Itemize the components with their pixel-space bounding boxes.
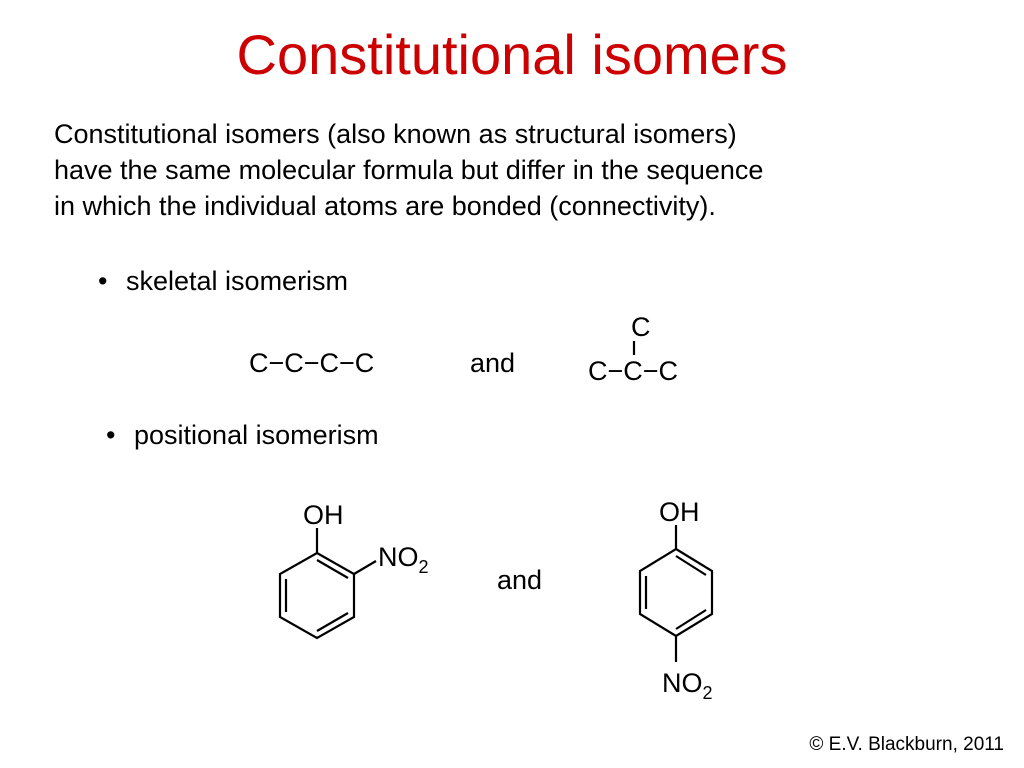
ortho-nitrophenol-structure: OH NO2: [278, 500, 429, 640]
isobutane-main-chain: C−C−C: [588, 356, 679, 386]
butane-linear-chain: C−C−C−C: [249, 348, 375, 378]
bullet-point-icon: •: [98, 266, 108, 296]
no2-group-label: NO2: [378, 542, 429, 577]
para-nitrophenol-structure: OH NO2: [638, 497, 714, 703]
ring-hexagon: [278, 551, 356, 640]
and-label-skeletal: and: [470, 348, 516, 378]
no2-text: NO: [662, 668, 703, 698]
slide-title: Constitutional isomers: [236, 23, 788, 86]
intro-line-3: in which the individual atoms are bonded…: [54, 191, 716, 221]
isobutane-branch-carbon: C: [631, 312, 651, 342]
benzene-ring: [638, 547, 714, 638]
bullet-positional-label: positional isomerism: [134, 420, 379, 450]
no2-subscript: 2: [419, 557, 429, 577]
intro-line-1: Constitutional isomers (also known as st…: [54, 119, 737, 149]
isobutane-branch-bond: [632, 341, 636, 355]
and-label-positional: and: [497, 565, 543, 595]
copyright-footer: © E.V. Blackburn, 2011: [809, 734, 1004, 755]
no2-bond: [353, 560, 377, 575]
ring-double-bond-lower: [316, 612, 349, 632]
ring-double-bond-lower: [675, 609, 707, 630]
no2-subscript: 2: [703, 683, 713, 703]
oh-group-label: OH: [303, 500, 344, 530]
bullet-positional-isomerism: • positional isomerism: [106, 420, 379, 451]
bullet-point-icon: •: [106, 420, 116, 450]
benzene-ring: [278, 551, 356, 640]
no2-text: NO: [378, 542, 419, 572]
ring-hexagon: [638, 547, 714, 638]
ring-double-bond-upper: [675, 555, 707, 576]
bullet-skeletal-label: skeletal isomerism: [126, 266, 349, 296]
oh-group-label: OH: [659, 497, 700, 527]
intro-line-2: have the same molecular formula but diff…: [54, 155, 764, 185]
intro-paragraph: Constitutional isomers (also known as st…: [54, 116, 994, 224]
no2-group-label: NO2: [662, 668, 713, 703]
ring-double-bond-upper: [316, 559, 349, 579]
bullet-skeletal-isomerism: • skeletal isomerism: [98, 266, 348, 297]
